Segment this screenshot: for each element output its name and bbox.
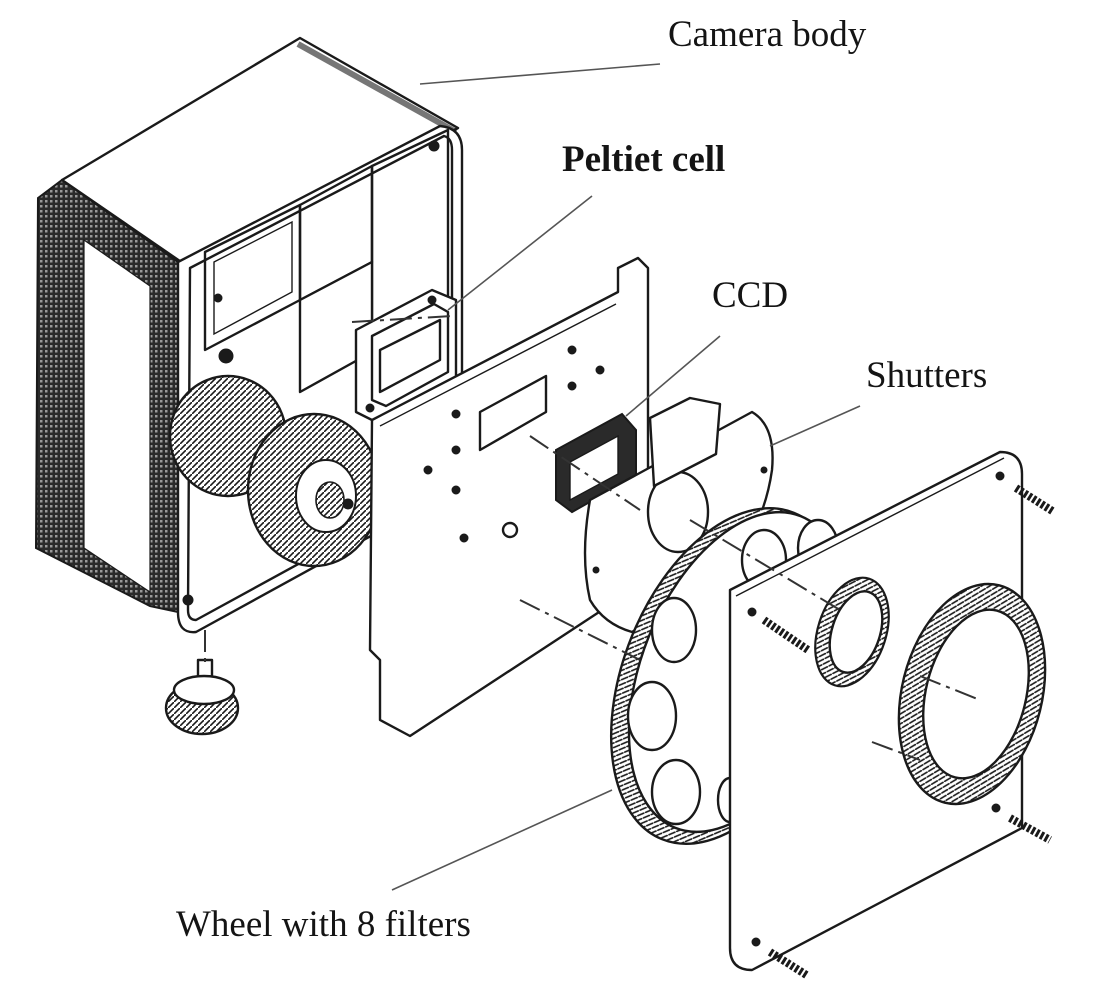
electronics-board: [368, 256, 721, 738]
label-ccd: CCD: [712, 275, 789, 316]
label-shutters: Shutters: [866, 355, 988, 396]
screw-top-right: [995, 471, 1057, 516]
screw-mid-left: [747, 607, 811, 654]
label-filter-wheel: Wheel with 8 filters: [176, 904, 471, 945]
screw-bottom-left: [751, 937, 811, 980]
screw-bottom-right: [991, 803, 1052, 844]
label-peltier-cell: Peltiet cell: [562, 139, 726, 180]
label-camera-body: Camera body: [668, 14, 867, 55]
adjustment-knob: [164, 630, 240, 736]
optical-axes: [351, 315, 981, 761]
front-plate: [728, 450, 1057, 980]
